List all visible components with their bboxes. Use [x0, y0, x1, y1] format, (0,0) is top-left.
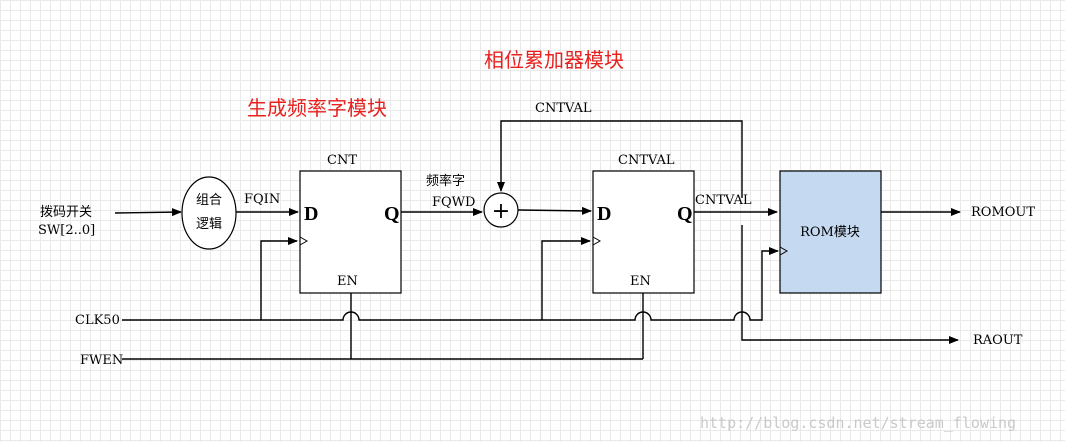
fqwd-label: FQWD — [432, 195, 475, 210]
cntval-feedback-wire — [497, 120, 743, 198]
cntval-register-name: CNTVAL — [618, 153, 675, 168]
clk-label: CLK50 — [75, 313, 120, 328]
switch-bus-label: SW[2..0] — [38, 223, 95, 238]
cntval-clock-pin — [592, 236, 602, 246]
rom-clock-pin — [779, 246, 789, 256]
cntval-d-pin: D — [597, 203, 611, 225]
cnt-clock-pin — [299, 236, 309, 246]
accumulator-title: 相位累加器模块 — [484, 48, 624, 72]
cntval-en-pin: EN — [630, 274, 651, 289]
freq-word-label: 频率字 — [426, 173, 465, 189]
clk-to-cntval-wire — [541, 237, 591, 320]
cnt-q-pin: Q — [384, 203, 400, 225]
adder-symbol: + — [492, 199, 510, 224]
logic-label-line1: 组合 — [196, 193, 222, 208]
cntval-register — [592, 170, 695, 294]
fqin-label: FQIN — [244, 192, 280, 207]
adder-to-reg-wire — [517, 206, 592, 215]
cntval-out-label: CNTVAL — [695, 193, 752, 208]
cnt-en-pin: EN — [337, 274, 358, 289]
raout-wire — [741, 225, 959, 344]
cnt-register-name: CNT — [327, 153, 357, 168]
rom-label: ROM模块 — [800, 225, 860, 240]
freq-word-gen-title: 生成频率字模块 — [247, 96, 387, 120]
switch-wire — [114, 208, 182, 217]
logic-label-line2: 逻辑 — [196, 217, 222, 232]
romout-label: ROMOUT — [971, 205, 1035, 220]
switch-label: 拨码开关 — [40, 205, 92, 220]
cnt-d-pin: D — [304, 203, 318, 225]
fwen-label: FWEN — [80, 353, 123, 368]
watermark: http://blog.csdn.net/stream_flowing — [700, 414, 1016, 432]
cntval-q-pin: Q — [677, 203, 693, 225]
rom-module — [779, 170, 882, 294]
combinational-logic — [181, 176, 237, 250]
clk-to-cnt-wire — [260, 237, 298, 320]
raout-label: RAOUT — [973, 333, 1023, 348]
cntval-feedback-label: CNTVAL — [535, 101, 592, 116]
